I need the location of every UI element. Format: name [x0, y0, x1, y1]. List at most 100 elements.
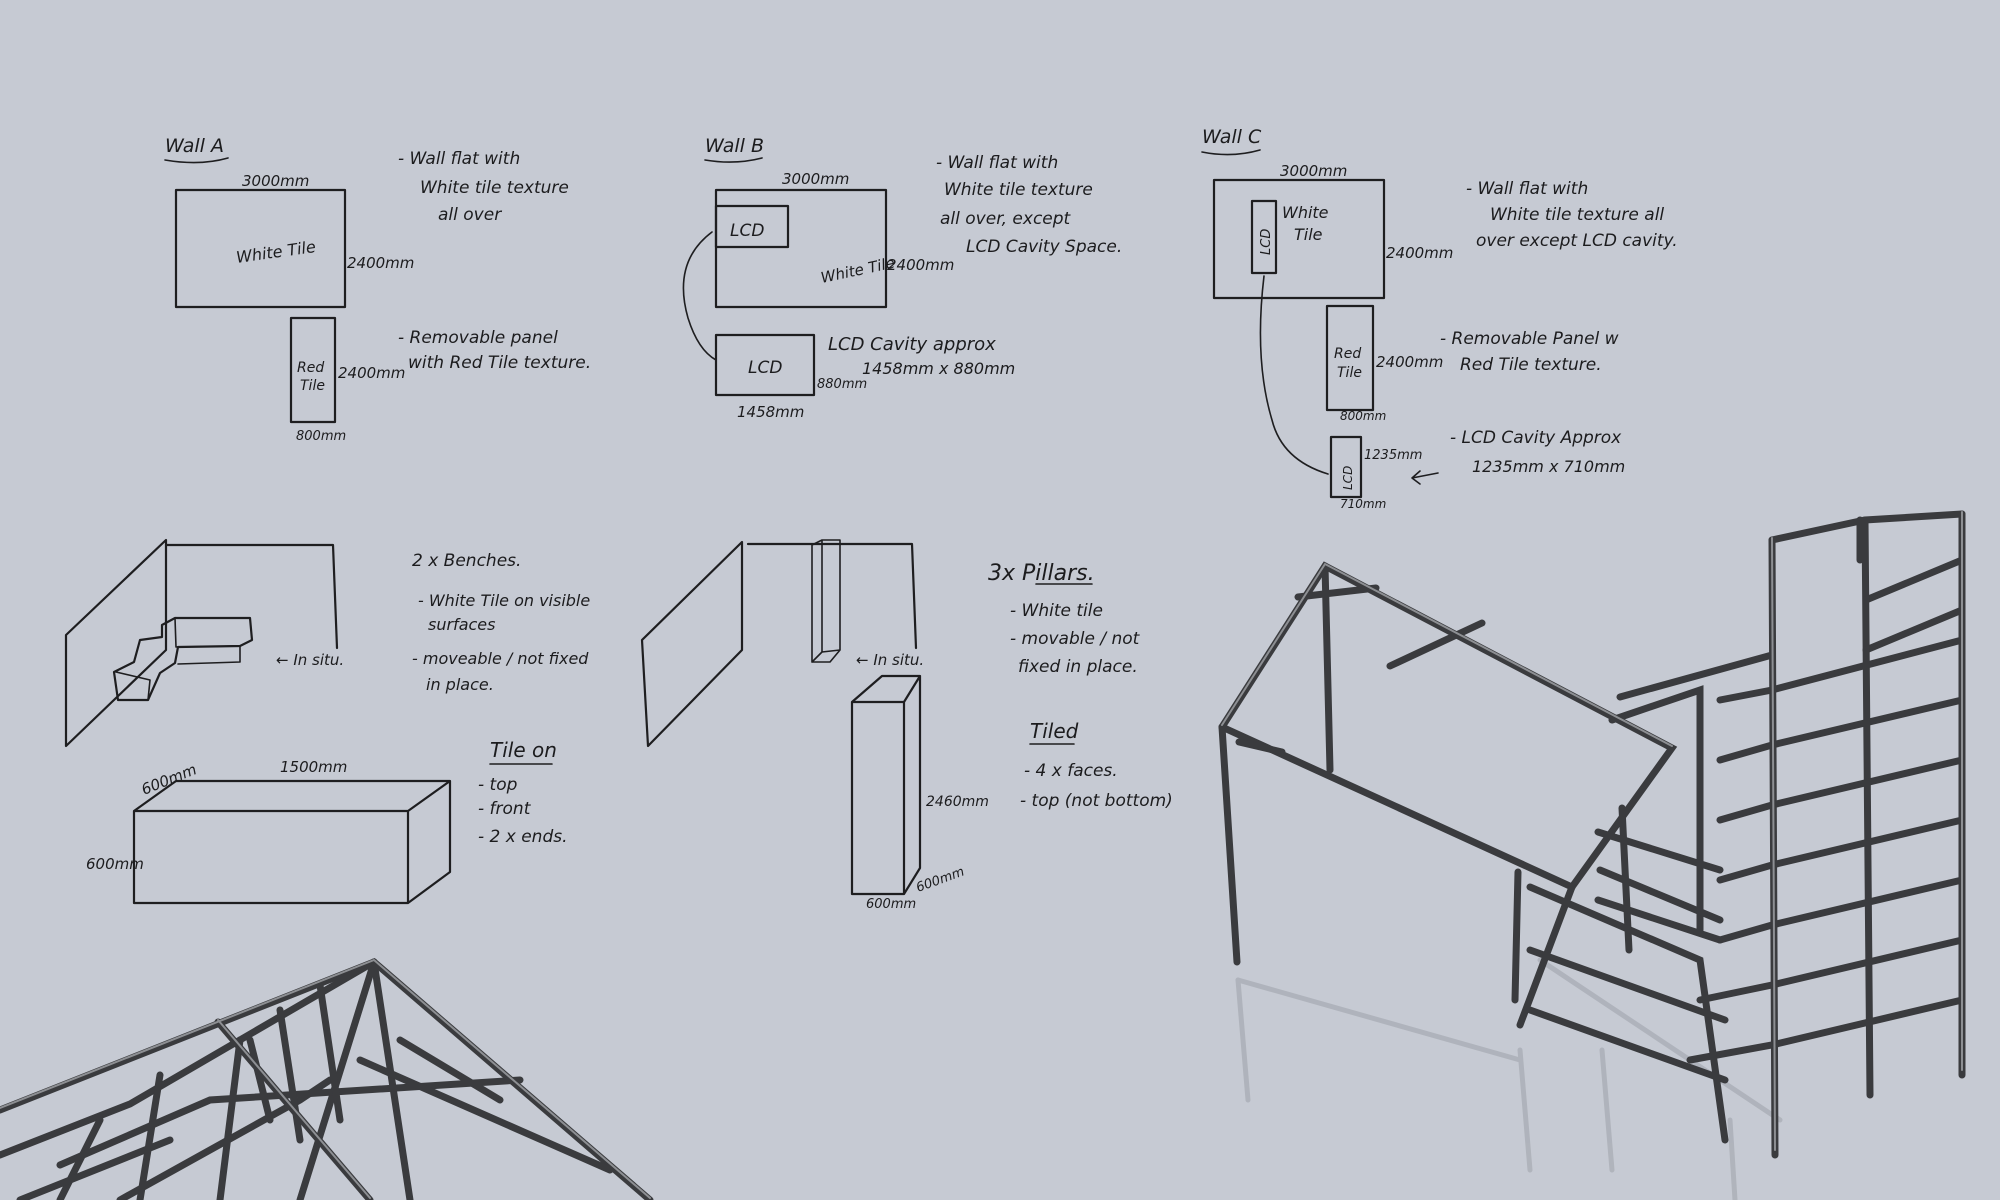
wall-c-panel-label-1: Red — [1334, 346, 1361, 362]
benches-note-3: surfaces — [428, 615, 495, 634]
pillars-back-wall — [746, 542, 918, 650]
wall-a-sketch: Wall A 3000mm White Tile 2400mm - Wall f… — [164, 135, 591, 444]
wall-b-note-1-line-4: LCD Cavity Space. — [966, 237, 1122, 257]
wall-a-note-1-line-2: White tile texture — [420, 178, 569, 198]
wall-a-panel-height: 2400mm — [338, 364, 405, 382]
wall-b-note-2-line-1: LCD Cavity approx — [828, 334, 996, 355]
wall-c-red-panel — [1325, 304, 1375, 412]
wall-a-width-label: 3000mm — [242, 172, 309, 190]
wall-c-title-underline — [1201, 149, 1261, 156]
bench-pair-edges — [115, 617, 241, 701]
wall-c-lcd-label: LCD — [1259, 229, 1274, 255]
pillars-tiled-item-1: - 4 x faces. — [1024, 761, 1118, 781]
wall-c-title: Wall C — [1202, 126, 1262, 148]
wall-b-outline — [714, 188, 888, 309]
benches-in-situ: ← In situ. — [276, 651, 344, 669]
wall-a-note-1-line-3: all over — [438, 205, 502, 225]
wall-a-outline — [174, 188, 347, 309]
wall-c-panel-height: 2400mm — [1376, 353, 1443, 371]
wall-a-red-panel — [289, 316, 337, 424]
pillars-tiled-item-2: - top (not bottom) — [1020, 791, 1173, 811]
wall-c-note-2-line-1: - Removable Panel w — [1440, 329, 1619, 349]
benches-note-2: - White Tile on visible — [418, 591, 590, 610]
pillars-heading: 3x Pillars. — [988, 561, 1095, 586]
bench-length: 1500mm — [280, 758, 347, 776]
pillars-note-2: - movable / not — [1010, 629, 1141, 649]
wall-c-note-1-line-3: over except LCD cavity. — [1476, 231, 1678, 251]
roof-frame-render — [0, 957, 654, 1200]
pillar-isometric — [850, 674, 922, 896]
bench-block-isometric — [132, 779, 452, 905]
wall-b-lcd-arrow — [682, 231, 717, 361]
wall-c-note-3-line-2: 1235mm x 710mm — [1472, 457, 1625, 476]
benches-note-1: 2 x Benches. — [412, 551, 521, 571]
wall-a-panel-width: 800mm — [296, 429, 346, 444]
bench-tile-item-2: - front — [478, 799, 532, 819]
wall-c-tile-label-2: Tile — [1294, 225, 1323, 244]
wall-a-panel-label-2: Tile — [300, 378, 325, 394]
bench-height: 600mm — [86, 855, 144, 873]
wall-c-note-3-line-1: - LCD Cavity Approx — [1450, 428, 1622, 448]
wall-c-note-2-line-2: Red Tile texture. — [1460, 355, 1602, 375]
pillar-height: 2460mm — [926, 794, 989, 810]
wall-a-panel-label-1: Red — [297, 360, 324, 376]
benches-back-wall — [164, 543, 339, 650]
wall-a-tile-label: White Tile — [235, 237, 317, 267]
benches-note-4: - moveable / not fixed — [412, 649, 589, 668]
wall-b-lcd-height: 880mm — [817, 377, 867, 392]
wall-b-note-1-line-3: all over, except — [940, 209, 1072, 229]
wall-c-lcd-cavity — [1250, 199, 1278, 275]
wall-b-title: Wall B — [705, 135, 764, 157]
wall-c-sketch: Wall C 3000mm LCD White Tile 2400mm Red … — [1201, 126, 1678, 511]
pillars-note-1: - White tile — [1010, 601, 1103, 621]
wall-c-height-label: 2400mm — [1386, 244, 1453, 262]
wall-c-lcd-width: 710mm — [1340, 497, 1386, 511]
shelving-frame-render — [1218, 510, 1966, 1200]
wall-b-note-2-line-2: 1458mm x 880mm — [862, 359, 1015, 378]
wall-c-lcd-arrow — [1259, 275, 1329, 475]
wall-c-note-1-line-1: - Wall flat with — [1466, 179, 1588, 199]
wall-a-note-2-line-1: - Removable panel — [398, 328, 558, 348]
wall-a-title-underline — [164, 157, 229, 164]
wall-a-height-label: 2400mm — [347, 254, 414, 272]
wall-b-note-1-line-1: - Wall flat with — [936, 153, 1058, 173]
bench-tile-heading: Tile on — [490, 738, 557, 762]
pillars-in-situ: ← In situ. — [856, 651, 924, 669]
pillars-note-3: fixed in place. — [1018, 657, 1138, 677]
wall-c-lcd-height: 1235mm — [1364, 448, 1422, 463]
wall-b-sketch: Wall B 3000mm LCD White Tile 2400mm LCD … — [682, 135, 1122, 421]
bench-tile-item-3: - 2 x ends. — [478, 827, 568, 847]
wall-b-lcd-cavity — [714, 204, 790, 249]
wall-c-note-1-line-2: White tile texture all — [1490, 205, 1664, 225]
wall-c-pointer-arrow — [1411, 470, 1439, 485]
wall-b-lcd-label: LCD — [730, 221, 764, 241]
wall-b-note-1-line-2: White tile texture — [944, 180, 1093, 200]
wall-b-lcd-width: 1458mm — [737, 403, 804, 421]
wall-b-width-label: 3000mm — [782, 170, 849, 188]
wall-a-title: Wall A — [165, 135, 224, 157]
wall-c-outline — [1212, 178, 1386, 300]
wall-c-lcd-detail-label: LCD — [1341, 466, 1355, 490]
bench-tile-item-1: - top — [478, 775, 518, 795]
wall-b-tile-label: White Tile — [819, 254, 896, 287]
benches-sketch: ← In situ. 2 x Benches. - White Tile on … — [64, 538, 590, 905]
wall-c-tile-label-1: White — [1282, 203, 1329, 222]
wall-b-title-underline — [704, 157, 763, 163]
wall-a-note-1-line-1: - Wall flat with — [398, 149, 520, 169]
pillars-side-wall — [640, 540, 744, 748]
wall-c-panel-label-2: Tile — [1337, 365, 1362, 381]
pillar-in-situ — [811, 539, 841, 663]
bench-depth: 600mm — [139, 760, 199, 798]
benches-note-5: in place. — [426, 675, 494, 694]
wall-b-height-label: 2400mm — [887, 256, 954, 274]
wall-a-note-2-line-2: with Red Tile texture. — [408, 353, 591, 373]
wall-b-lcd-detail-label: LCD — [748, 358, 782, 378]
wall-c-width-label: 3000mm — [1280, 162, 1347, 180]
bench-pair-isometric — [112, 616, 254, 702]
wall-b-lcd-detail — [714, 333, 816, 397]
pillars-sketch: ← In situ. 3x Pillars. - White tile - mo… — [640, 539, 1173, 912]
pillars-tiled-heading: Tiled — [1030, 719, 1079, 743]
wall-c-lcd-detail — [1329, 435, 1363, 499]
pillar-width: 600mm — [866, 897, 916, 912]
